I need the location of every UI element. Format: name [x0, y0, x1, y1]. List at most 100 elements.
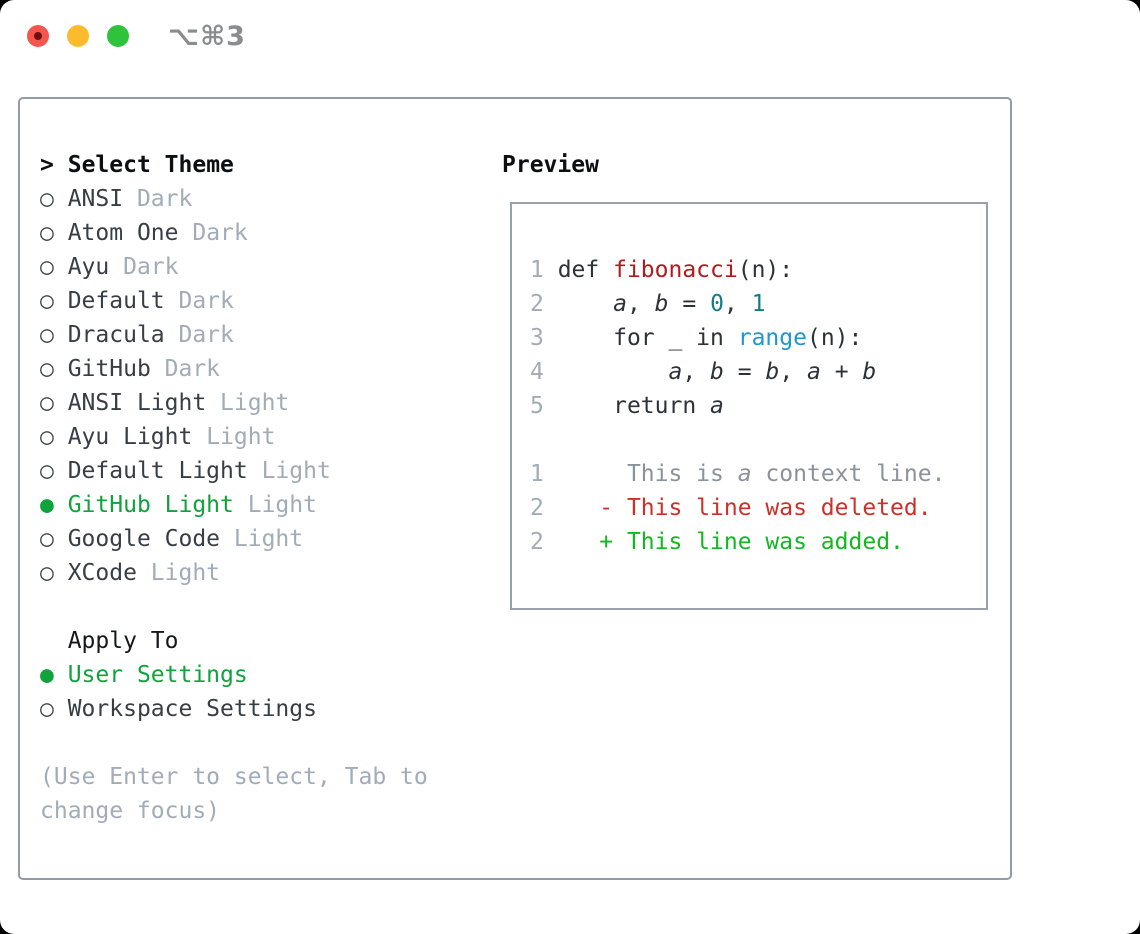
theme-name: XCode — [53, 560, 151, 586]
line-number: 4 — [530, 359, 558, 385]
line-number: 2 — [530, 529, 558, 555]
diff-preview: 1 This is a context line.2 - This line w… — [530, 457, 986, 559]
radio-icon: ○ — [40, 560, 54, 586]
code-token: a — [737, 461, 752, 487]
code-token: b — [654, 291, 669, 317]
theme-name: Default — [53, 288, 179, 314]
code-token: , — [779, 359, 808, 385]
radio-selected-icon: ● — [40, 662, 54, 688]
theme-option[interactable]: ○ GitHub Dark — [40, 352, 428, 386]
theme-variant: Light — [233, 526, 304, 552]
code-token — [558, 359, 669, 385]
theme-option[interactable]: ○ Ayu Dark — [40, 250, 428, 284]
radio-icon: ○ — [40, 526, 54, 552]
theme-name: Default Light — [53, 458, 262, 484]
theme-variant: Dark — [178, 288, 234, 314]
line-number: 5 — [530, 393, 558, 419]
code-token: a — [613, 291, 627, 317]
code-token: a — [668, 359, 683, 385]
apply-to-name: User Settings — [53, 662, 248, 688]
code-line: 3 for _ in range(n): — [530, 321, 986, 355]
theme-dialog-panel: > Select Theme ○ ANSI Dark○ Atom One Dar… — [18, 97, 1012, 880]
theme-variant: Dark — [164, 356, 221, 382]
radio-icon: ○ — [40, 356, 54, 382]
theme-option[interactable]: ○ Google Code Light — [40, 522, 428, 556]
radio-icon: ○ — [40, 424, 54, 450]
radio-icon: ○ — [40, 254, 54, 280]
line-number: 3 — [530, 325, 558, 351]
line-number: 2 — [530, 495, 558, 521]
code-token: , — [723, 291, 752, 317]
code-token: = — [723, 359, 766, 385]
apply-to-header: Apply To — [40, 624, 428, 658]
radio-icon: ○ — [40, 696, 54, 722]
theme-option[interactable]: ○ XCode Light — [40, 556, 428, 590]
preview-header: Preview — [502, 148, 599, 182]
theme-list: ○ ANSI Dark○ Atom One Dark○ Ayu Dark○ De… — [40, 182, 428, 590]
code-token: b — [862, 359, 877, 385]
code-token: (n): — [806, 325, 863, 351]
theme-variant: Light — [206, 424, 276, 450]
minimize-button[interactable] — [67, 25, 89, 47]
theme-option[interactable]: ○ ANSI Light Light — [40, 386, 428, 420]
code-token: for _ in — [557, 325, 738, 351]
hint-line-2: change focus) — [40, 798, 221, 824]
theme-name: Ayu — [53, 254, 124, 280]
theme-variant: Light — [220, 390, 290, 416]
code-token: (n): — [737, 257, 794, 283]
code-token: a — [807, 359, 821, 385]
spacer — [40, 590, 428, 624]
theme-name: GitHub Light — [53, 492, 248, 518]
apply-to-name: Workspace Settings — [53, 696, 317, 722]
apply-to-title: Apply To — [67, 628, 179, 654]
radio-icon: ○ — [40, 288, 54, 314]
code-token: b — [765, 359, 780, 385]
theme-variant: Light — [247, 492, 317, 518]
theme-option[interactable]: ○ ANSI Dark — [40, 182, 428, 216]
code-token: 0 — [710, 291, 724, 317]
zoom-button[interactable] — [107, 25, 129, 47]
theme-option[interactable]: ○ Default Dark — [40, 284, 428, 318]
code-token: context line. — [751, 461, 946, 487]
titlebar: ⌥⌘3 — [0, 0, 1140, 72]
apply-to-list: ● User Settings○ Workspace Settings — [40, 658, 428, 726]
apply-to-option[interactable]: ○ Workspace Settings — [40, 692, 428, 726]
theme-variant: Dark — [136, 186, 193, 212]
code-token: , — [626, 291, 655, 317]
code-token: + This line was added. — [557, 529, 904, 555]
window-title: ⌥⌘3 — [168, 21, 246, 52]
theme-variant: Dark — [178, 322, 234, 348]
code-token: b — [710, 359, 724, 385]
theme-name: GitHub — [53, 356, 165, 382]
theme-option[interactable]: ○ Dracula Dark — [40, 318, 428, 352]
code-line: 1 def fibonacci(n): — [530, 253, 986, 287]
theme-name: Google Code — [53, 526, 234, 552]
code-token: return — [557, 393, 711, 419]
hint-line-1: (Use Enter to select, Tab to — [40, 764, 428, 790]
theme-picker: > Select Theme ○ ANSI Dark○ Atom One Dar… — [40, 148, 428, 828]
radio-selected-icon: ● — [40, 492, 54, 518]
theme-variant: Dark — [123, 254, 179, 280]
radio-icon: ○ — [40, 390, 54, 416]
radio-icon: ○ — [40, 186, 54, 212]
theme-name: ANSI — [53, 186, 137, 212]
preview-title: Preview — [502, 152, 599, 178]
theme-name: Dracula — [53, 322, 179, 348]
theme-variant: Light — [150, 560, 221, 586]
code-token: def — [557, 257, 614, 283]
theme-option[interactable]: ○ Ayu Light Light — [40, 420, 428, 454]
code-token: fibonacci — [613, 257, 738, 283]
apply-to-option[interactable]: ● User Settings — [40, 658, 428, 692]
code-line: 4 a, b = b, a + b — [530, 355, 986, 389]
code-token: + — [820, 359, 863, 385]
code-token — [558, 291, 613, 317]
theme-variant: Dark — [192, 220, 248, 246]
code-token: = — [668, 291, 711, 317]
close-button[interactable] — [27, 25, 49, 47]
theme-option[interactable]: ○ Default Light Light — [40, 454, 428, 488]
theme-option[interactable]: ● GitHub Light Light — [40, 488, 428, 522]
theme-option[interactable]: ○ Atom One Dark — [40, 216, 428, 250]
